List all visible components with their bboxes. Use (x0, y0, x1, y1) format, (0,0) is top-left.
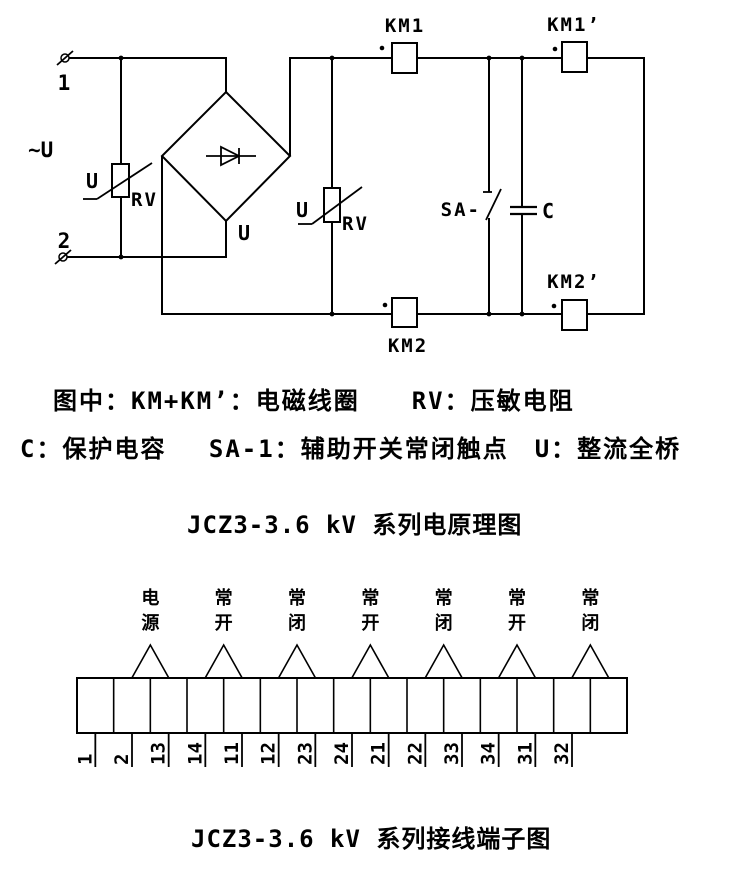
terminal-strip (76, 677, 628, 734)
input-terminal-2: 2 (54, 229, 72, 265)
terminal-number: 13 (148, 742, 170, 765)
terminal-number: 11 (221, 742, 243, 765)
coil-box-icon (561, 299, 588, 331)
junction-dots (118, 55, 525, 317)
group-bracket-icon (424, 643, 463, 679)
terminal-group-label: 常 (215, 587, 233, 609)
diode-triangle-icon (220, 145, 242, 167)
terminal-1-label: 1 (58, 71, 71, 95)
polarity-dot-icon (382, 302, 388, 308)
aux-switch-sa1: SA- (441, 188, 502, 221)
terminal-group-label: 开 (508, 613, 526, 634)
junction-dot-icon (118, 55, 124, 61)
polarity-dot-icon (552, 46, 558, 52)
terminal-number: 33 (441, 742, 463, 765)
terminal-slash-icon (56, 50, 74, 66)
km1-label: KM1 (385, 15, 425, 37)
terminal-number: 22 (404, 742, 426, 765)
group-bracket-icon (497, 643, 537, 679)
bridge-label: U (238, 221, 250, 245)
coil-km2: KM2 (382, 297, 428, 357)
varistor-body-icon (323, 187, 341, 223)
km2-label: KM2 (388, 335, 428, 357)
coil-km2-prime: KM2’ (547, 271, 601, 331)
junction-dot-icon (118, 254, 124, 260)
group-bracket-icon (131, 643, 170, 679)
coil-km1: KM1 (379, 15, 425, 74)
wire-ac-input-1 (65, 57, 227, 92)
input-terminal-1: 1 (56, 50, 74, 95)
terminal-number: 12 (258, 742, 280, 765)
varistor-right-label: RV (342, 213, 369, 235)
terminal-group-label: 常 (361, 587, 379, 609)
capacitor-c: C (510, 199, 554, 223)
terminal-number: 31 (514, 742, 536, 765)
terminal-slash-icon (54, 249, 72, 265)
km1-prime-label: KM1’ (547, 14, 601, 36)
wire-ac-input-2 (63, 221, 227, 258)
varistor-left-label: RV (131, 189, 158, 211)
junction-dot-icon (329, 55, 335, 61)
ac-voltage-label: ∼U (28, 138, 53, 162)
coil-km1-prime: KM1’ (547, 14, 601, 73)
coil-box-icon (391, 42, 418, 74)
terminal-number: 2 (111, 754, 133, 765)
terminal-group-label: 闭 (288, 612, 306, 634)
junction-dot-icon (486, 55, 492, 61)
terminal-number: 32 (551, 742, 573, 765)
terminal-group-label: 开 (215, 613, 233, 634)
terminal-group-label: 电 (141, 587, 159, 609)
rectifier-bridge: U (160, 90, 292, 245)
schematic-figure: 1 2 ∼U U U RV U RV (28, 14, 645, 357)
wires (63, 57, 645, 315)
varistor-left-u-label: U (86, 169, 98, 193)
varistor-right: U RV (296, 186, 369, 235)
terminal-2-label: 2 (58, 229, 71, 253)
legend-line-2: C：保护电容 SA-1：辅助开关常闭触点 U：整流全桥 (20, 435, 682, 463)
terminal-number: 23 (294, 742, 316, 765)
terminal-number: 1 (74, 754, 96, 765)
varistor-diagonal-icon (311, 186, 363, 225)
terminal-group-label: 常 (581, 587, 599, 609)
varistor-right-u-label: U (296, 198, 308, 222)
terminal-number: 21 (368, 742, 390, 765)
junction-dot-icon (486, 311, 492, 317)
wire-dc-loop (161, 57, 645, 315)
terminal-group-label: 开 (361, 613, 379, 634)
junction-dot-icon (329, 311, 335, 317)
group-bracket-icon (277, 643, 317, 679)
terminal-group-label: 源 (141, 612, 159, 634)
terminal-group-label: 常 (288, 587, 306, 609)
terminal-diagram-title: JCZ3-3.6 kV 系列接线端子图 (191, 825, 552, 853)
coil-box-icon (561, 41, 588, 73)
contact-blade-icon (485, 188, 502, 221)
terminal-group-label: 闭 (581, 612, 599, 634)
sa-label: SA- (441, 199, 481, 221)
terminal-group-label: 常 (508, 587, 526, 609)
junction-dot-icon (519, 311, 525, 317)
legend-line-1: 图中：KM+KM’：电磁线圈 RV：压敏电阻 (53, 387, 575, 415)
coil-box-icon (391, 297, 418, 328)
varistor-body-icon (111, 163, 130, 198)
varistor-left: U RV (83, 162, 158, 211)
terminal-number: 24 (331, 742, 353, 765)
terminal-group-label: 闭 (435, 612, 453, 634)
polarity-dot-icon (379, 45, 385, 51)
junction-dot-icon (519, 55, 525, 61)
varistor-diagonal-icon (96, 162, 153, 200)
terminal-number: 34 (478, 742, 500, 765)
group-bracket-icon (204, 643, 243, 679)
schematic-title: JCZ3-3.6 kV 系列电原理图 (187, 511, 523, 539)
terminal-group-label: 常 (435, 587, 453, 609)
polarity-dot-icon (551, 303, 557, 309)
group-bracket-icon (571, 643, 610, 679)
capacitor-label: C (542, 199, 554, 223)
group-bracket-icon (351, 643, 390, 679)
terminal-number: 14 (184, 742, 206, 765)
km2-prime-label: KM2’ (547, 271, 601, 293)
